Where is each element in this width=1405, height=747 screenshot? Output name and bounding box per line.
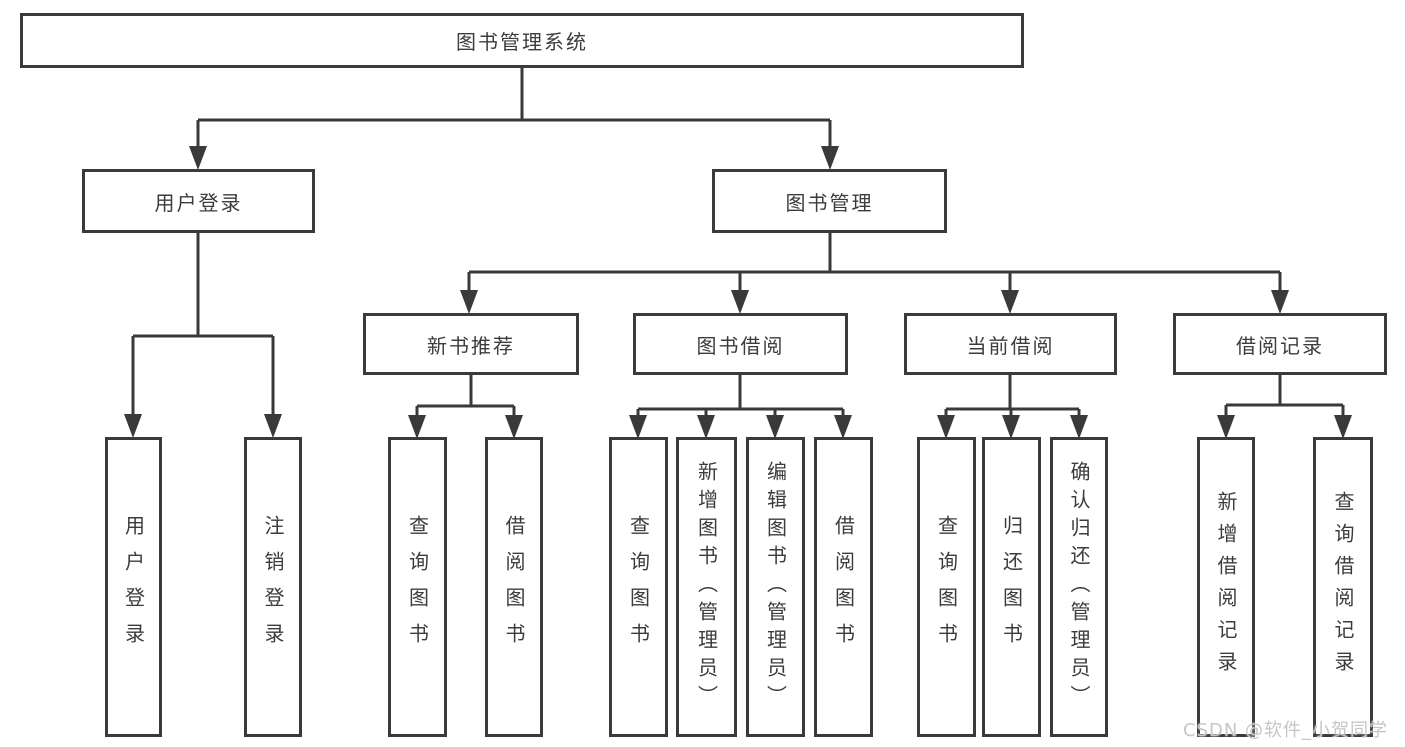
node-user-login: 用户登录: [82, 169, 315, 233]
node-book-management: 图书管理: [712, 169, 947, 233]
connector-root-to-level2: [189, 68, 839, 170]
connector-book-management-to-level3: [460, 233, 1289, 314]
node-new-book-recommend: 新书推荐: [363, 313, 579, 375]
leaf-logout: 注销登录: [244, 437, 302, 737]
leaf-add-borrow-record: 新增借阅记录: [1197, 437, 1255, 737]
node-book-borrowing: 图书借阅: [633, 313, 848, 375]
connector-book-borrowing-to-leaves: [629, 375, 852, 439]
connector-borrowing-records-to-leaves: [1217, 375, 1352, 439]
leaf-borrow-books-1: 借阅图书: [485, 437, 543, 737]
leaf-borrow-books-2: 借阅图书: [814, 437, 873, 737]
leaf-query-books-3: 查询图书: [917, 437, 976, 737]
leaf-query-books-2: 查询图书: [609, 437, 668, 737]
leaf-return-books: 归还图书: [982, 437, 1041, 737]
leaf-query-borrow-record: 查询借阅记录: [1313, 437, 1373, 737]
leaf-query-books-1: 查询图书: [388, 437, 447, 737]
node-library-system: 图书管理系统: [20, 13, 1024, 68]
node-borrowing-records: 借阅记录: [1173, 313, 1387, 375]
connector-current-borrowing-to-leaves: [937, 375, 1088, 439]
leaf-user-login: 用户登录: [105, 437, 162, 737]
leaf-edit-books-admin: 编辑图书（管理员）: [746, 437, 805, 737]
node-current-borrowing: 当前借阅: [904, 313, 1117, 375]
leaf-confirm-return-admin: 确认归还（管理员）: [1050, 437, 1108, 737]
leaf-add-books-admin: 新增图书（管理员）: [676, 437, 737, 737]
connector-new-book-recommend-to-leaves: [408, 375, 523, 439]
connector-user-login-to-leaves: [124, 233, 282, 438]
watermark: CSDN @软件_小贺同学: [1183, 720, 1389, 741]
